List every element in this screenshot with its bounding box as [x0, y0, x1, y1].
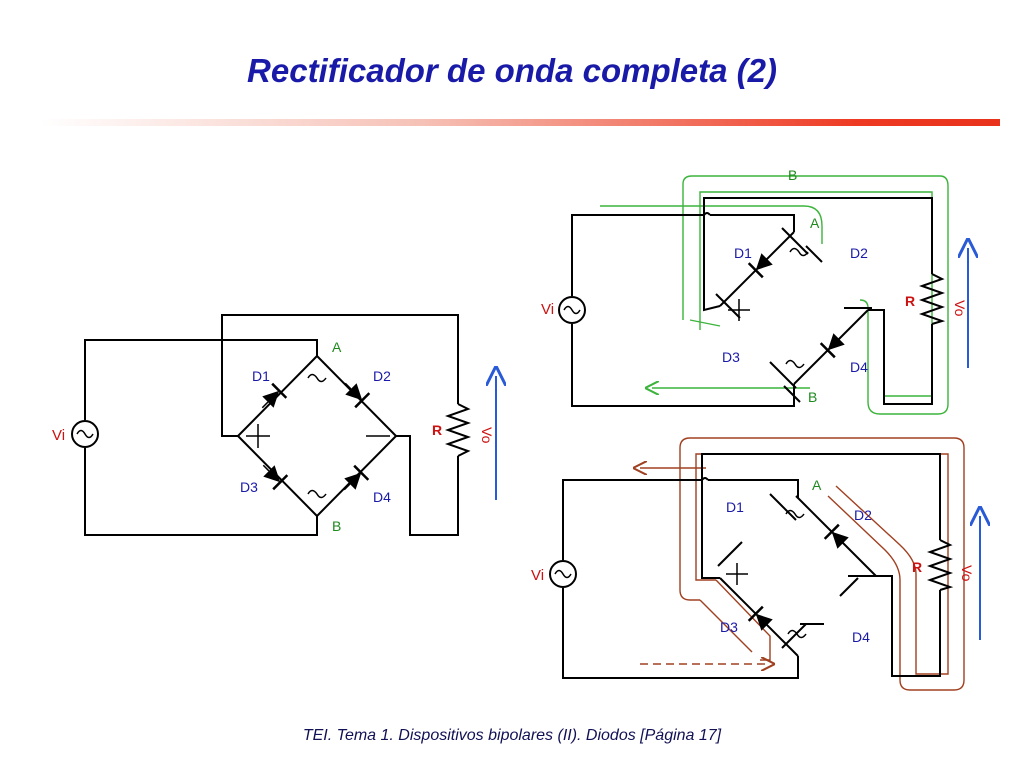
d2-label: D2	[373, 368, 391, 384]
d4-label: D4	[373, 489, 391, 505]
node-b-label: B	[332, 518, 341, 534]
resistor-icon	[926, 539, 954, 591]
output-label: Vo	[959, 565, 975, 582]
d2-label: D2	[850, 245, 868, 261]
bottom-right-circuit: Vi A D1 D2 D3 D4 R Vo	[531, 437, 980, 691]
ac-source-icon	[71, 420, 99, 448]
resistor-icon	[444, 403, 472, 457]
d4-label: D4	[850, 359, 868, 375]
diode-icon	[253, 382, 288, 417]
ac-source-icon	[558, 296, 586, 324]
ac-source-icon	[549, 560, 577, 588]
output-label: Vo	[479, 427, 495, 444]
resistor-label: R	[905, 293, 915, 309]
d3-label: D3	[720, 619, 738, 635]
node-b-label: B	[788, 167, 797, 183]
slide-title: Rectificador de onda completa (2)	[247, 52, 777, 89]
resistor-label: R	[432, 422, 442, 438]
output-label: Vo	[952, 300, 968, 317]
slide-footer: TEI. Tema 1. Dispositivos bipolares (II)…	[302, 727, 722, 744]
d2-label: D2	[854, 507, 872, 523]
d1-label: D1	[252, 368, 270, 384]
top-right-circuit: Vi B A B D1 D2 D3 D4 R Vo	[541, 167, 968, 415]
source-label: Vi	[531, 567, 544, 584]
diode-icon	[254, 456, 289, 491]
title-underline	[40, 119, 1000, 126]
d3-label: D3	[240, 479, 258, 495]
d3-label: D3	[722, 349, 740, 365]
node-b-label: B	[808, 389, 817, 405]
d1-label: D1	[726, 499, 744, 515]
d1-label: D1	[734, 245, 752, 261]
node-a-label: A	[332, 339, 342, 355]
source-label: Vi	[52, 427, 65, 444]
node-a-label: A	[810, 215, 820, 231]
source-label: Vi	[541, 301, 554, 318]
resistor-icon	[918, 273, 946, 325]
node-a-label: A	[812, 477, 822, 493]
d4-label: D4	[852, 629, 870, 645]
resistor-label: R	[912, 559, 922, 575]
left-circuit: Vi A B D1 D2 D3 D4 R Vo	[52, 314, 496, 536]
